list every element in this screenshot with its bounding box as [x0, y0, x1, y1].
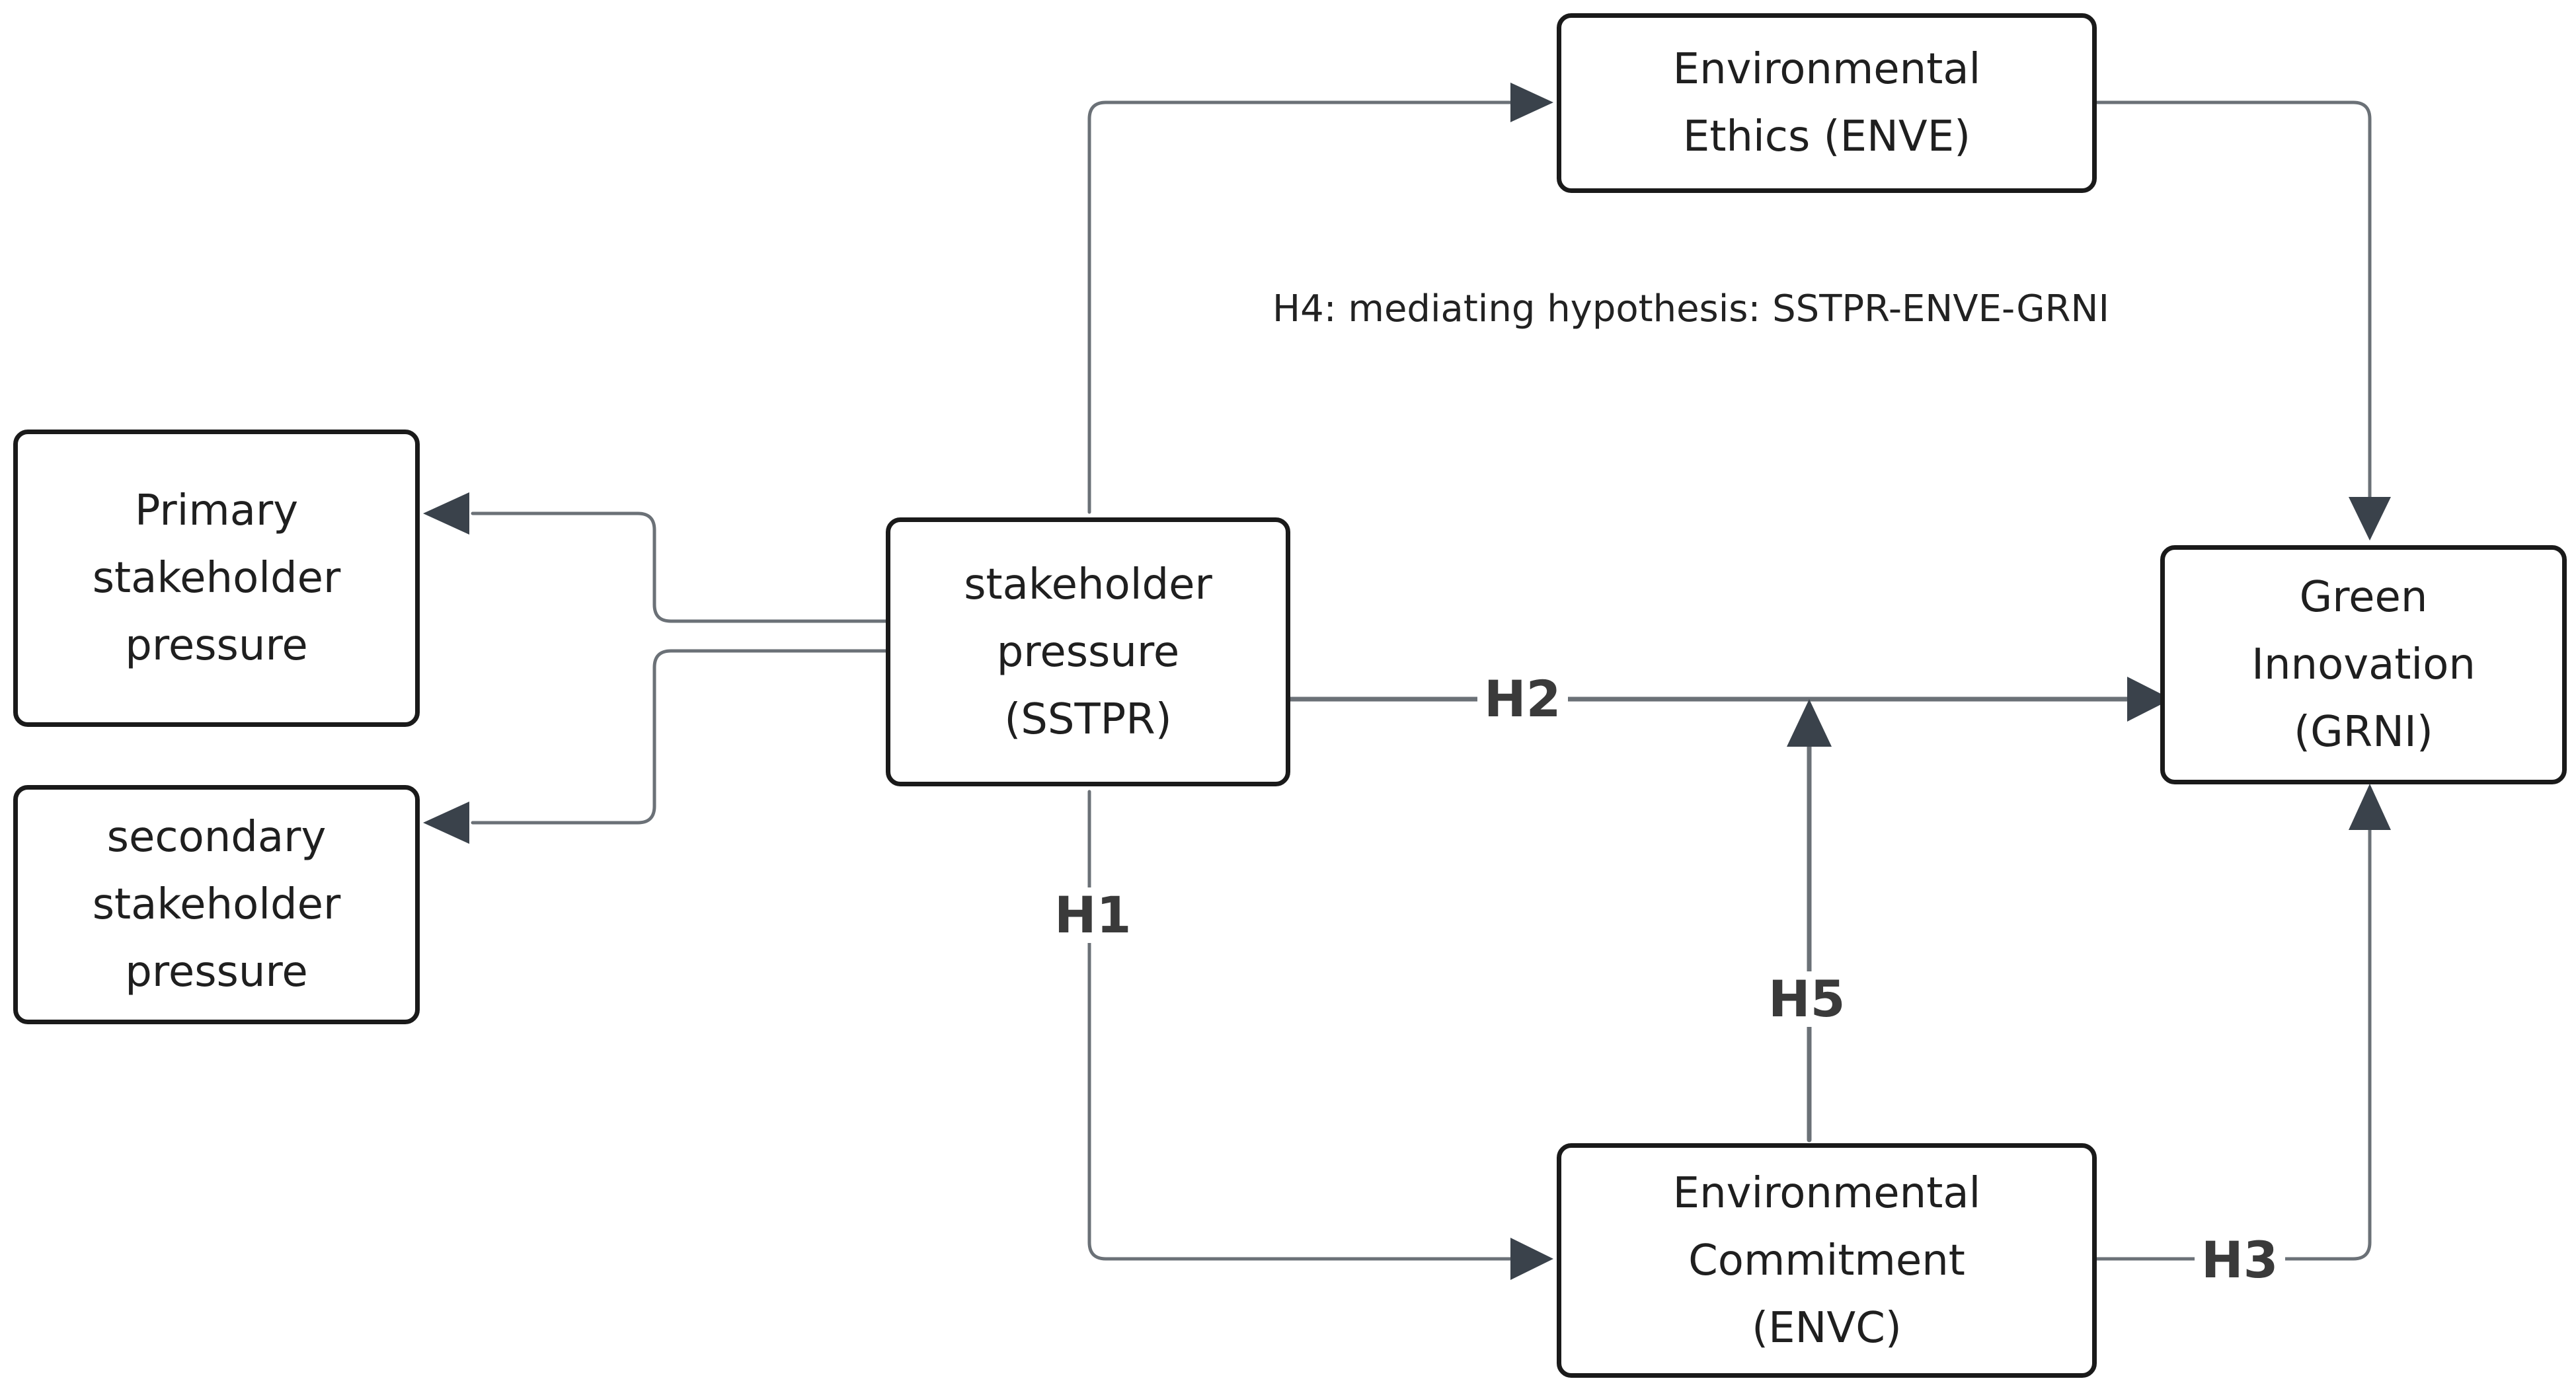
node-grni-line-2: Innovation [2251, 640, 2476, 689]
connector-sstpr-to-primary [471, 511, 888, 623]
node-primary-line-1: Primary [134, 486, 299, 535]
label-h2: H2 [1477, 671, 1568, 727]
node-secondary-line-1: secondary [106, 813, 327, 862]
node-grni-line-3: (GRNI) [2294, 708, 2433, 757]
node-grni-line-1: Green [2299, 573, 2428, 622]
arrowhead-to-primary [423, 492, 469, 535]
node-enve: Environmental Ethics (ENVE) [1557, 13, 2097, 193]
node-secondary-line-3: pressure [125, 948, 308, 996]
connector-enve-to-grni [2095, 100, 2372, 501]
node-envc: Environmental Commitment (ENVC) [1557, 1143, 2097, 1378]
node-sstpr-line-2: pressure [996, 627, 1180, 677]
connector-h1-sstpr-to-envc [1087, 790, 1516, 1261]
node-envc-line-1: Environmental [1672, 1168, 1981, 1218]
label-h3: H3 [2195, 1232, 2285, 1288]
connector-h3-envc-to-grni [2095, 824, 2372, 1261]
label-h1: H1 [1048, 887, 1138, 943]
node-enve-line-2: Ethics (ENVE) [1682, 112, 1971, 161]
arrowhead-to-grni-top [2349, 497, 2391, 541]
arrowhead-h3-to-grni [2349, 784, 2391, 830]
label-h5: H5 [1762, 971, 1852, 1027]
node-envc-line-2: Commitment [1688, 1236, 1965, 1285]
connector-sstpr-to-enve [1087, 100, 1516, 514]
node-sstpr-line-3: (SSTPR) [1004, 695, 1172, 744]
h4-mediating-hypothesis-note: H4: mediating hypothesis: SSTPR-ENVE-GRN… [1272, 287, 2109, 330]
arrowhead-h1-to-envc [1510, 1238, 1553, 1280]
node-primary-stakeholder-pressure: Primary stakeholder pressure [13, 430, 420, 727]
node-secondary-stakeholder-pressure: secondary stakeholder pressure [13, 785, 420, 1024]
node-primary-line-2: stakeholder [92, 554, 341, 603]
arrowhead-to-secondary [423, 802, 469, 844]
connector-sstpr-to-secondary [471, 649, 888, 825]
node-grni: Green Innovation (GRNI) [2160, 545, 2567, 784]
node-sstpr: stakeholder pressure (SSTPR) [886, 517, 1290, 786]
node-envc-line-3: (ENVC) [1752, 1303, 1902, 1353]
node-enve-line-1: Environmental [1672, 45, 1981, 94]
node-secondary-line-2: stakeholder [92, 880, 341, 929]
node-primary-line-3: pressure [125, 621, 308, 670]
arrowhead-to-enve [1510, 83, 1553, 122]
node-sstpr-line-1: stakeholder [964, 560, 1212, 609]
arrowhead-h2-to-grni [2127, 677, 2171, 722]
arrowhead-h5-up [1787, 699, 1832, 747]
